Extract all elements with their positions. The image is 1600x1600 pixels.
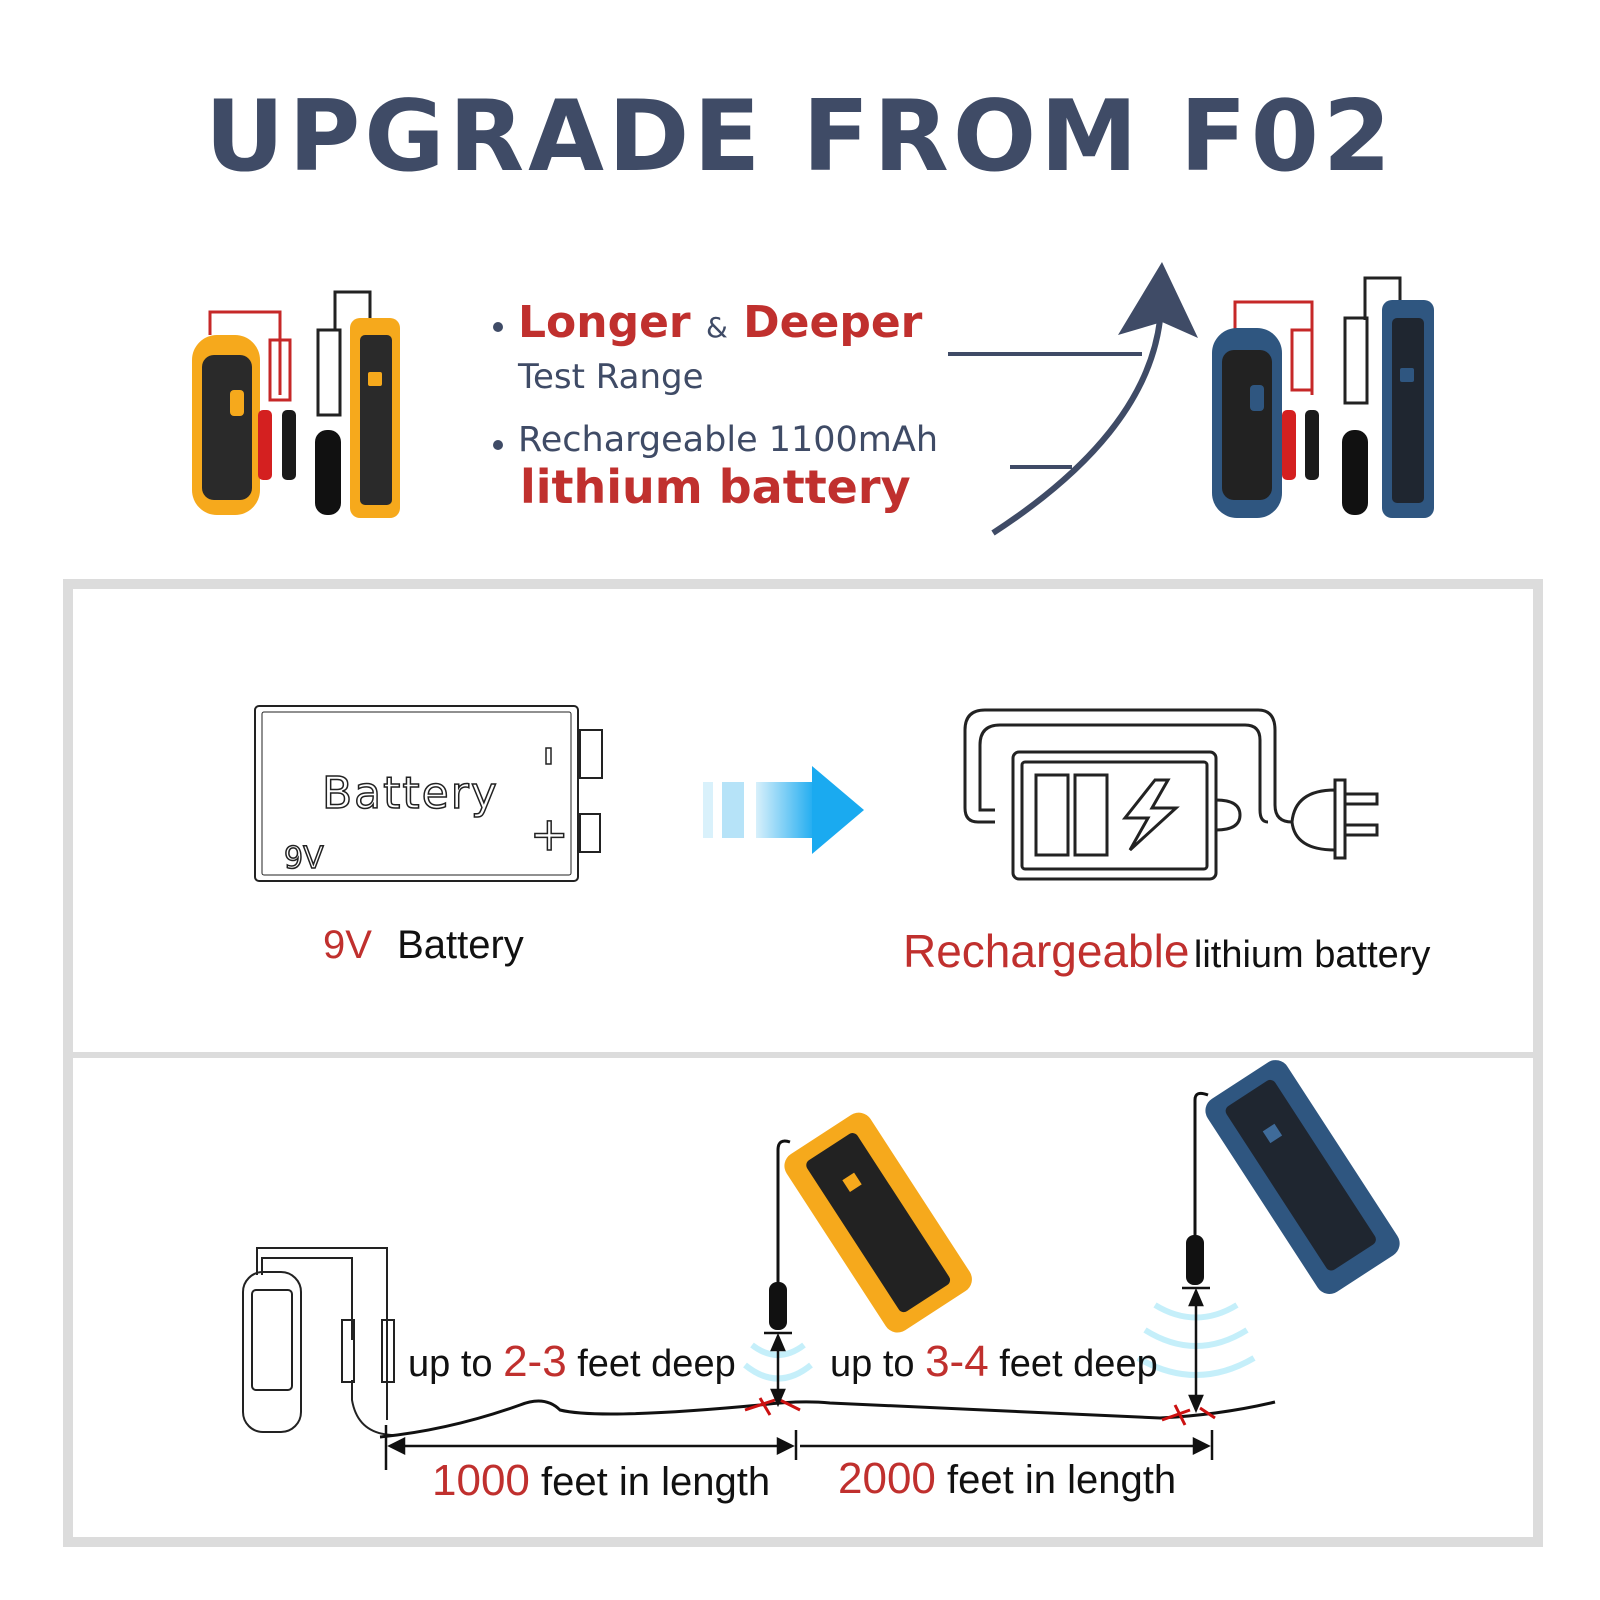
orange-receiver-image xyxy=(769,1112,972,1333)
depth1-prefix: up to xyxy=(408,1343,503,1385)
feature-lithium: lithium battery xyxy=(520,460,911,514)
battery-icon-plus: + xyxy=(530,807,569,861)
feature-longer: Longer xyxy=(518,297,691,348)
svg-text:Longer & Deeper: Longer & Deeper xyxy=(518,297,923,348)
new-battery-label-red: Rechargeable xyxy=(903,925,1189,977)
9v-battery-icon: Battery 9V + xyxy=(254,705,603,882)
svg-text:up to 3-4 feet deep: up to 3-4 feet deep xyxy=(830,1337,1158,1386)
bullet-icon xyxy=(493,440,503,450)
depth1-value: 2-3 xyxy=(503,1337,567,1386)
old-battery-label-red: 9V xyxy=(323,923,372,967)
feature-rechargeable: Rechargeable 1100mAh xyxy=(518,420,938,460)
blue-receiver-image xyxy=(1186,1060,1400,1294)
battery-icon-label: Battery xyxy=(322,768,499,819)
old-battery-label: Battery xyxy=(397,923,524,967)
depth2-prefix: up to xyxy=(830,1343,925,1385)
svg-text:up to 2-3 feet deep: up to 2-3 feet deep xyxy=(408,1337,736,1386)
length1-suffix: feet in length xyxy=(530,1460,770,1504)
battery-icon-voltage: 9V xyxy=(284,841,324,876)
length2-value: 2000 xyxy=(838,1454,936,1503)
svg-text:2000 feet in length: 2000 feet in length xyxy=(838,1454,1176,1503)
new-device-image xyxy=(1212,276,1434,518)
feature-deeper: Deeper xyxy=(743,297,923,348)
length-measure-arrows xyxy=(384,1425,1214,1470)
upgrade-arrow-icon xyxy=(948,262,1198,536)
transition-arrow-icon xyxy=(703,766,864,854)
depth1-suffix: feet deep xyxy=(567,1343,736,1385)
old-f02-device-image xyxy=(192,290,400,518)
cable-break-marks xyxy=(744,1397,1216,1426)
feature-amp: & xyxy=(706,311,728,344)
length1-value: 1000 xyxy=(432,1456,530,1505)
svg-text:1000 feet in length: 1000 feet in length xyxy=(432,1456,770,1505)
svg-text:9V Battery: 9V Battery xyxy=(323,923,524,967)
feature-list: Longer & Deeper Test Range Rechargeable … xyxy=(493,297,938,514)
length2-suffix: feet in length xyxy=(936,1458,1176,1502)
feature-test-range: Test Range xyxy=(517,357,704,397)
depth2-suffix: feet deep xyxy=(989,1343,1158,1385)
comparison-panel xyxy=(63,579,1543,1547)
new-battery-label: lithium battery xyxy=(1194,934,1431,976)
svg-text:Rechargeable lithium batte: Rechargeable lithium battery xyxy=(903,925,1430,977)
depth2-value: 3-4 xyxy=(925,1337,989,1386)
depth-measure-arrows xyxy=(764,1286,1210,1414)
bullet-icon xyxy=(493,322,503,332)
rechargeable-battery-icon xyxy=(963,708,1379,881)
page-title: UPGRADE FROM F02 xyxy=(205,80,1395,194)
transmitter-sketch xyxy=(242,1247,396,1436)
